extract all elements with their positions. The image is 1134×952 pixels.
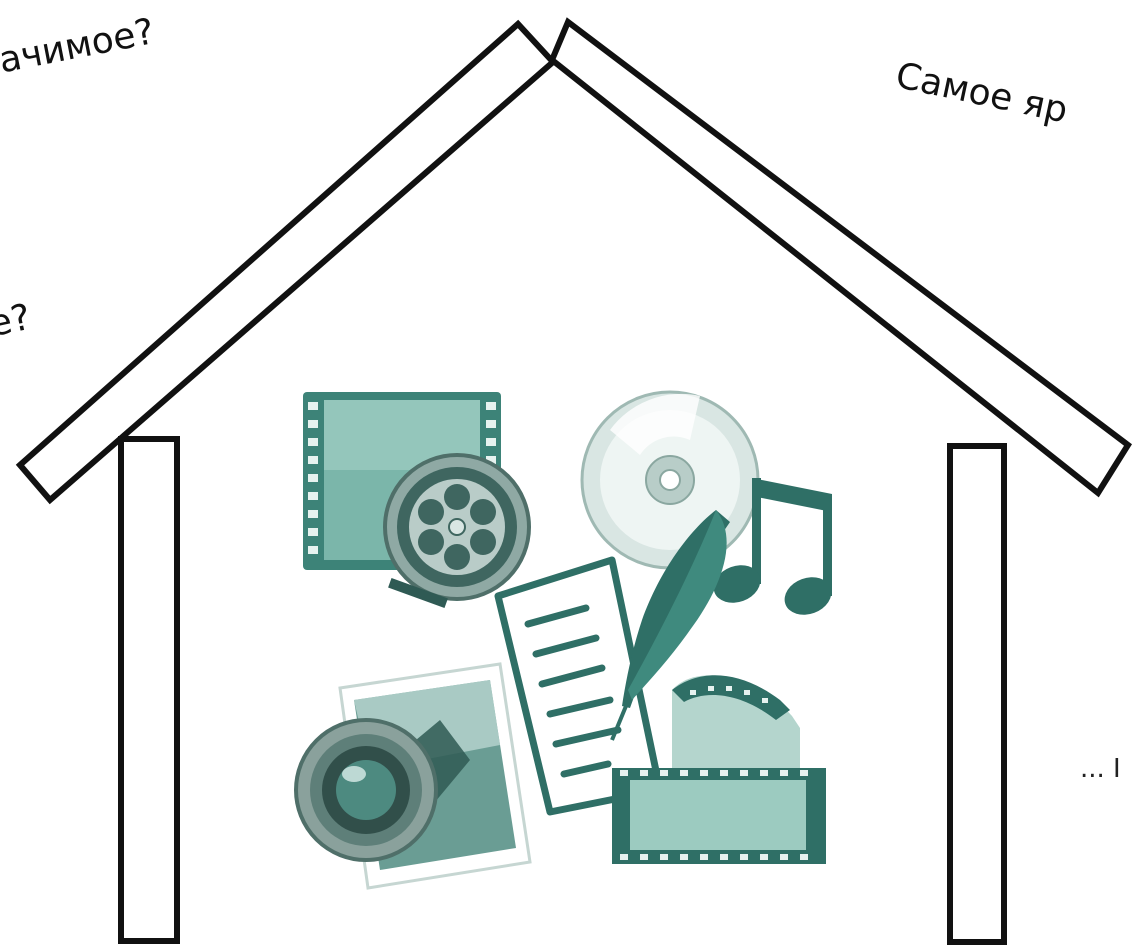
- caption-bottom-right: ... I: [1080, 756, 1121, 782]
- camera-lens-icon: [296, 720, 436, 860]
- film-reel-icon: [385, 455, 529, 608]
- media-collage: [296, 392, 837, 888]
- left-pillar: [121, 439, 177, 941]
- right-pillar: [950, 446, 1004, 942]
- cd-disc-icon: [582, 392, 758, 568]
